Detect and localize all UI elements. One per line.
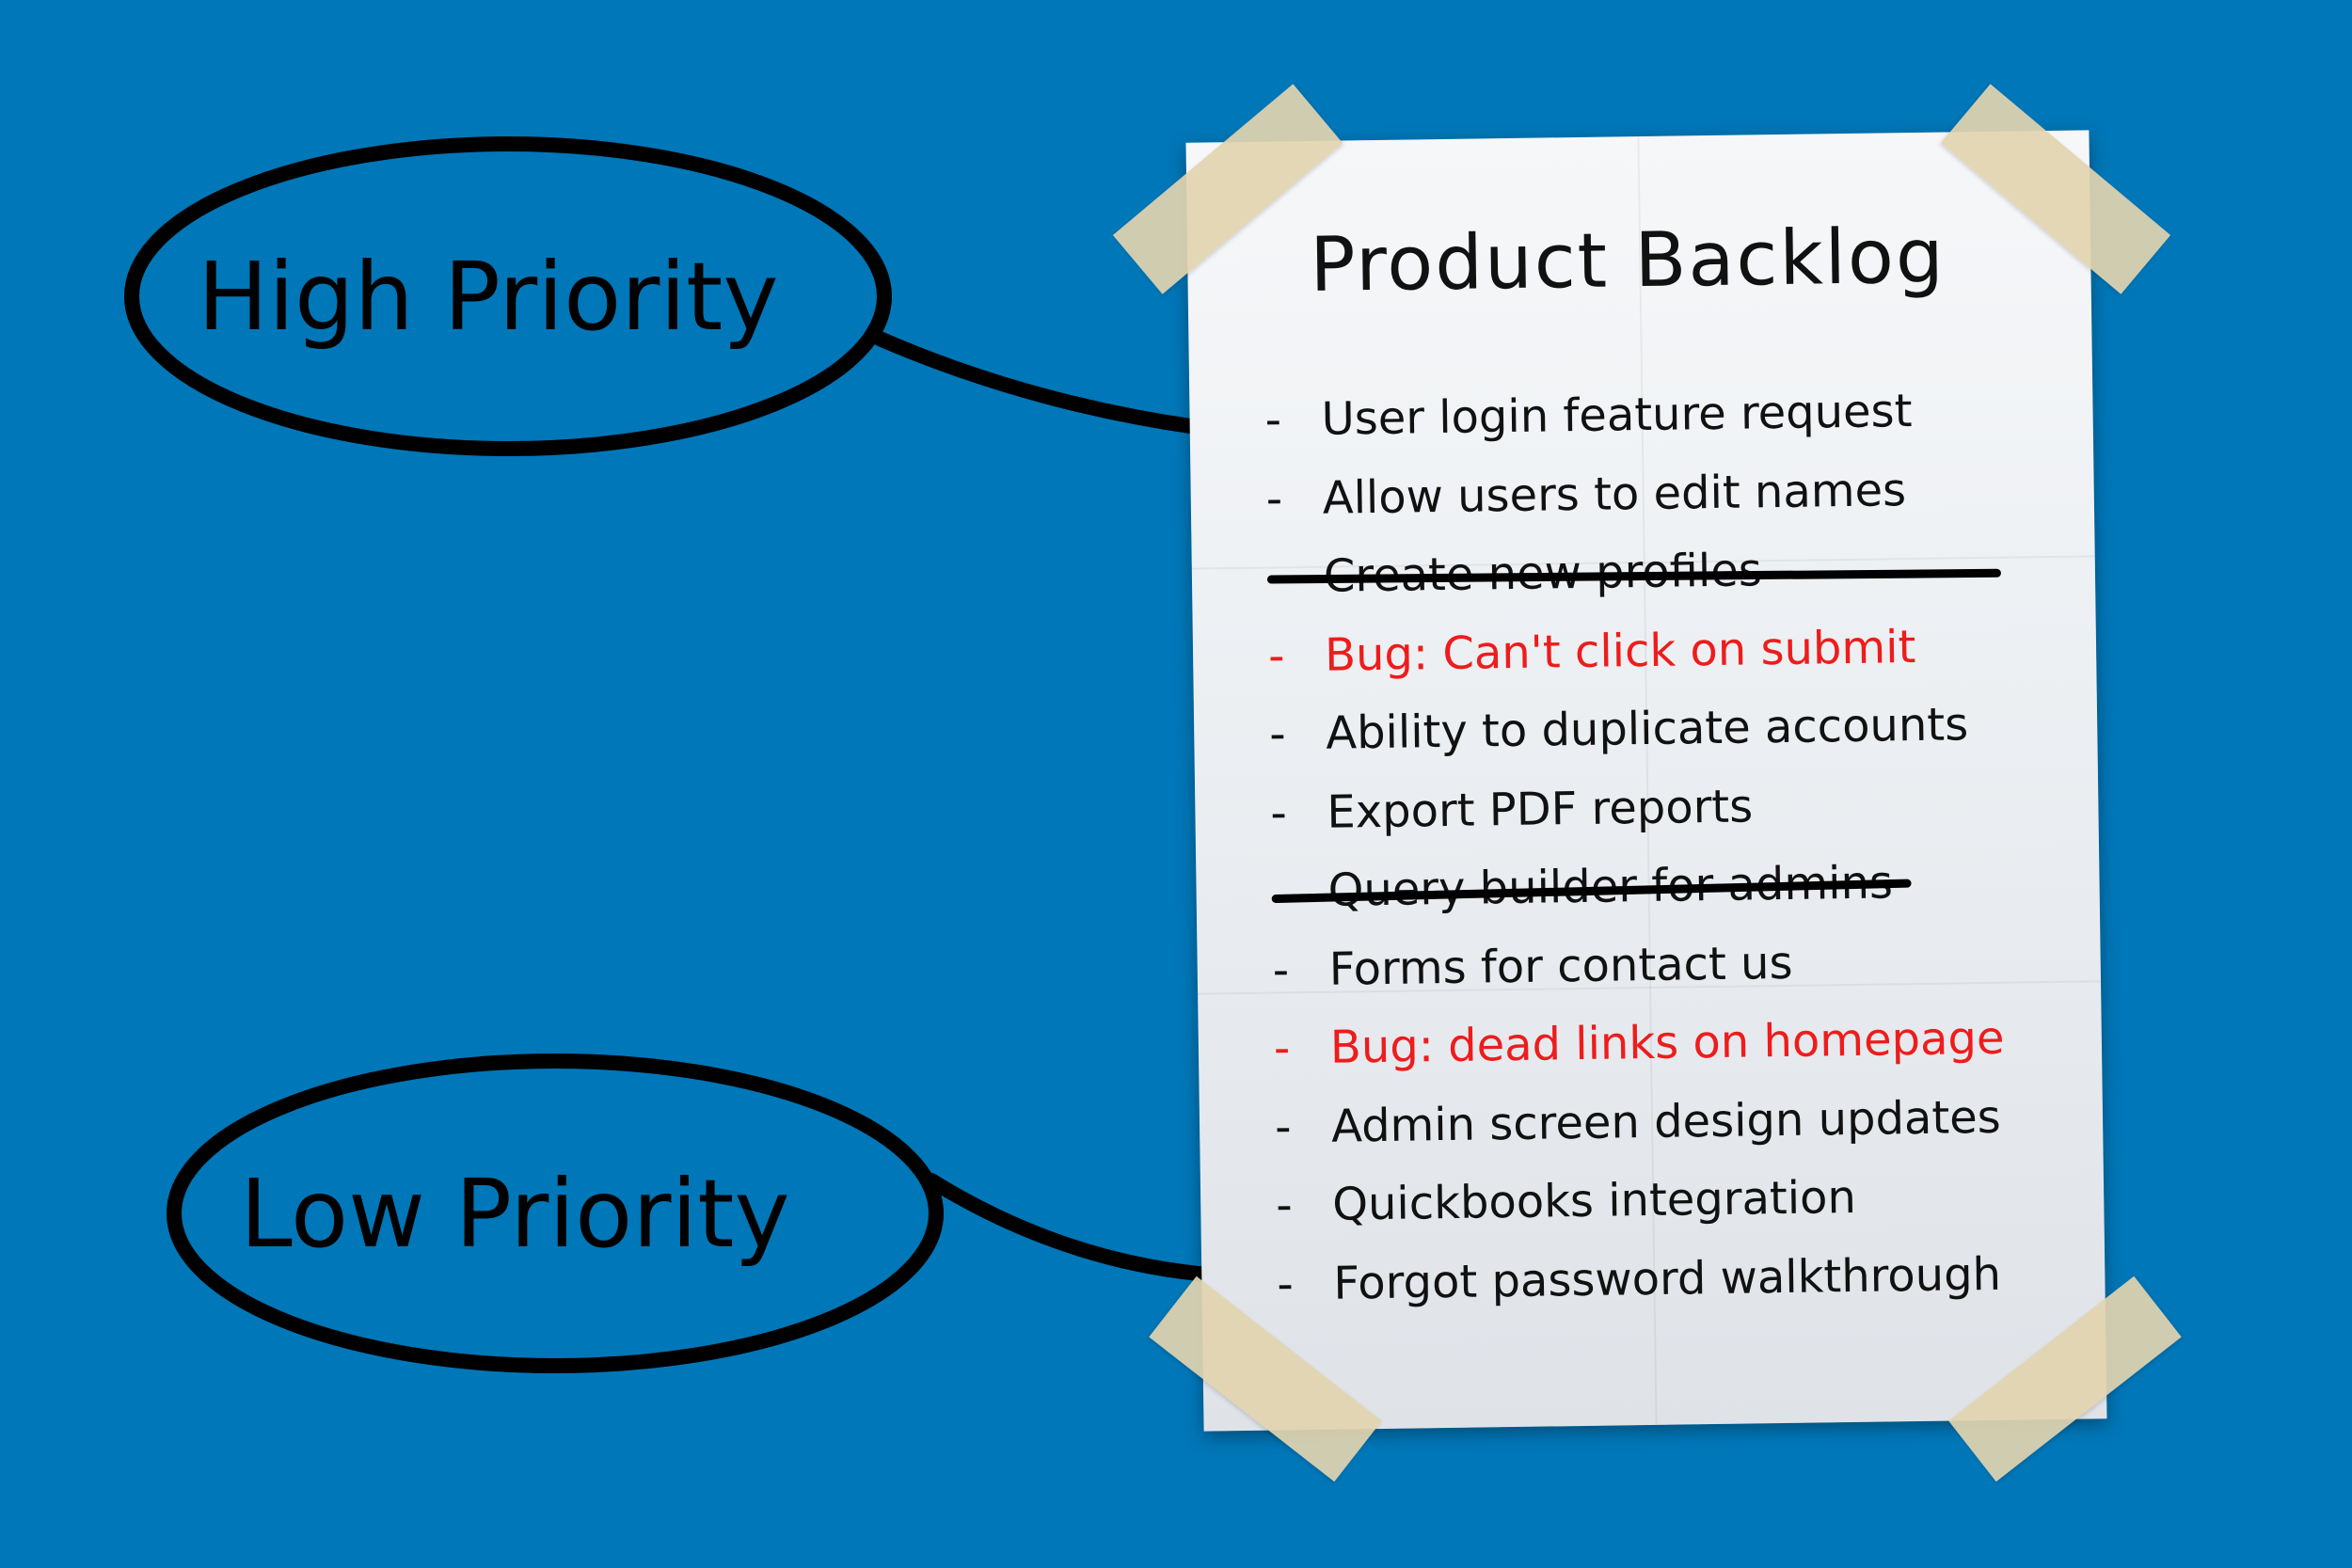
backlog-item-text: Allow users to edit names (1322, 463, 1907, 525)
high-priority-connector (872, 331, 1249, 440)
backlog-item: -Ability to duplicate accounts (1268, 698, 1969, 761)
low-priority-label: Low Priority (240, 1159, 790, 1269)
high-priority-ellipse (124, 136, 892, 456)
backlog-item: -Admin screen design updates (1274, 1090, 2002, 1154)
backlog-item-text: Quickbooks integration (1331, 1170, 1857, 1231)
backlog-item-completed: Create new profiles (1266, 529, 2001, 617)
backlog-item: -Forms for contact us (1272, 936, 1793, 997)
backlog-item: -User login feature request (1264, 385, 1913, 447)
backlog-item-text: Admin screen design updates (1330, 1090, 2002, 1153)
backlog-item-bug: -Bug: Can't click on submit (1267, 620, 1916, 683)
backlog-title: Product Backlog (1309, 212, 1947, 309)
backlog-item-text: Export PDF reports (1327, 779, 1754, 839)
backlog-item: -Forgot password walkthrough (1277, 1247, 2002, 1311)
backlog-item: -Export PDF reports (1270, 779, 1754, 840)
backlog-paper: Product Backlog -User login feature requ… (1185, 130, 2107, 1432)
backlog-item-completed: Query builder for admins (1271, 843, 2003, 931)
low-priority-connector (924, 1173, 1216, 1282)
backlog-item-bug: -Bug: dead links on homepage (1273, 1011, 2005, 1075)
backlog-item-text: Ability to duplicate accounts (1325, 698, 1969, 760)
backlog-item-text: Bug: dead links on homepage (1329, 1011, 2005, 1074)
backlog-list: -User login feature request -Allow users… (1264, 372, 2008, 1324)
backlog-item-text: Bug: Can't click on submit (1324, 620, 1916, 682)
backlog-item: -Allow users to edit names (1265, 463, 1907, 526)
backlog-item: -Quickbooks integration (1275, 1170, 1857, 1232)
backlog-item-text: Forgot password walkthrough (1333, 1247, 2002, 1310)
backlog-item-text: User login feature request (1321, 385, 1913, 446)
backlog-item-text: Forms for contact us (1328, 936, 1793, 996)
low-priority-ellipse (167, 1053, 944, 1373)
high-priority-label: High Priority (198, 242, 779, 352)
